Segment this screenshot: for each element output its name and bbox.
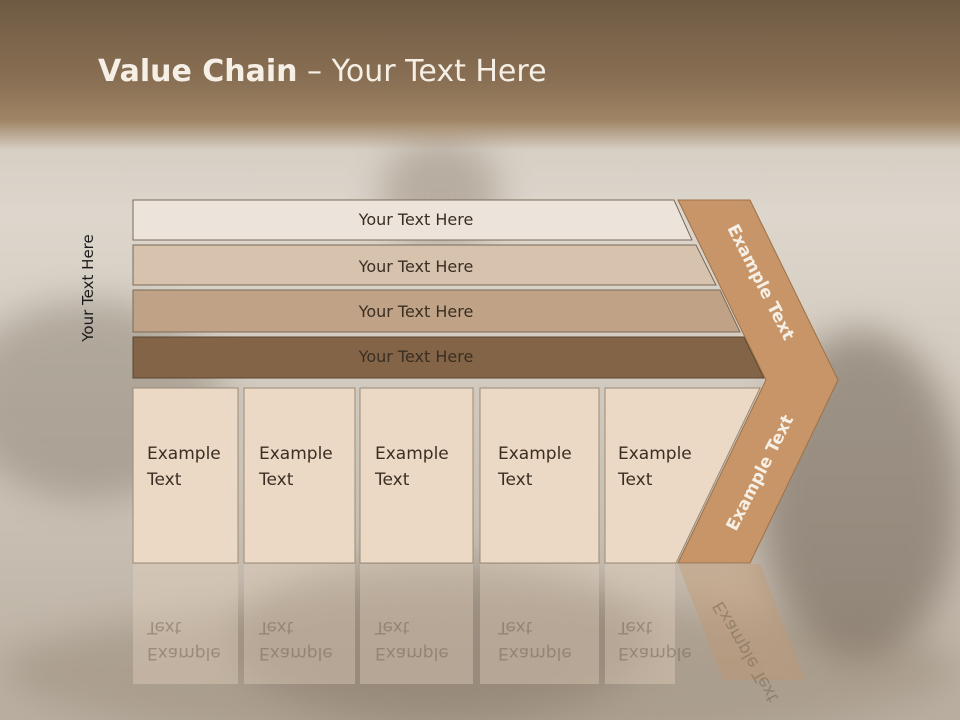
reflected-text: Text xyxy=(497,617,533,637)
reflection-group xyxy=(133,564,805,684)
box-5-line2: Text xyxy=(617,470,653,490)
box-2-line2: Text xyxy=(258,470,294,490)
row-bar-3 xyxy=(132,289,741,333)
box-3-line1: Example xyxy=(375,444,449,464)
box-1-line2: Text xyxy=(146,470,182,490)
background-shape xyxy=(230,560,650,720)
activity-box-5 xyxy=(604,387,761,564)
reflected-text: Text xyxy=(146,617,182,637)
row-bar-2 xyxy=(132,244,717,286)
box-3-line2: Text xyxy=(374,470,410,490)
reflected-text: Example xyxy=(259,643,333,663)
reflected-text: Text xyxy=(258,617,294,637)
row-label-4: Your Text Here xyxy=(358,347,474,366)
header-band xyxy=(0,0,960,150)
box-reflection xyxy=(360,564,473,684)
background-shape xyxy=(0,600,960,720)
box-reflection xyxy=(605,564,675,684)
reflected-text: Example xyxy=(618,643,692,663)
activity-box-3 xyxy=(359,387,474,564)
title-rest: – Your Text Here xyxy=(297,54,547,89)
box-2-line1: Example xyxy=(259,444,333,464)
box-5-line1: Example xyxy=(618,444,692,464)
reflected-text: Example xyxy=(147,643,221,663)
row-bar-1 xyxy=(132,199,693,241)
box-4-line1: Example xyxy=(498,444,572,464)
row-label-3: Your Text Here xyxy=(358,302,474,321)
box-reflection xyxy=(480,564,599,684)
box-reflection xyxy=(133,564,238,684)
reflected-text: Text xyxy=(617,617,653,637)
row-label-1: Your Text Here xyxy=(358,210,474,229)
row-label-2: Your Text Here xyxy=(358,257,474,276)
activity-box-2 xyxy=(243,387,356,564)
chevron-reflection xyxy=(678,564,805,680)
slide-title: Value Chain – Your Text Here xyxy=(98,54,547,89)
activity-box-4 xyxy=(479,387,600,564)
reflected-text: Example xyxy=(375,643,449,663)
reflected-text: Text xyxy=(374,617,410,637)
reflected-text: Example xyxy=(498,643,572,663)
title-bold: Value Chain xyxy=(98,54,298,89)
box-reflection xyxy=(244,564,355,684)
activity-box-1 xyxy=(132,387,239,564)
row-bar-4 xyxy=(132,336,765,379)
margin-chevron xyxy=(677,199,839,564)
box-1-line1: Example xyxy=(147,444,221,464)
box-4-line2: Text xyxy=(497,470,533,490)
